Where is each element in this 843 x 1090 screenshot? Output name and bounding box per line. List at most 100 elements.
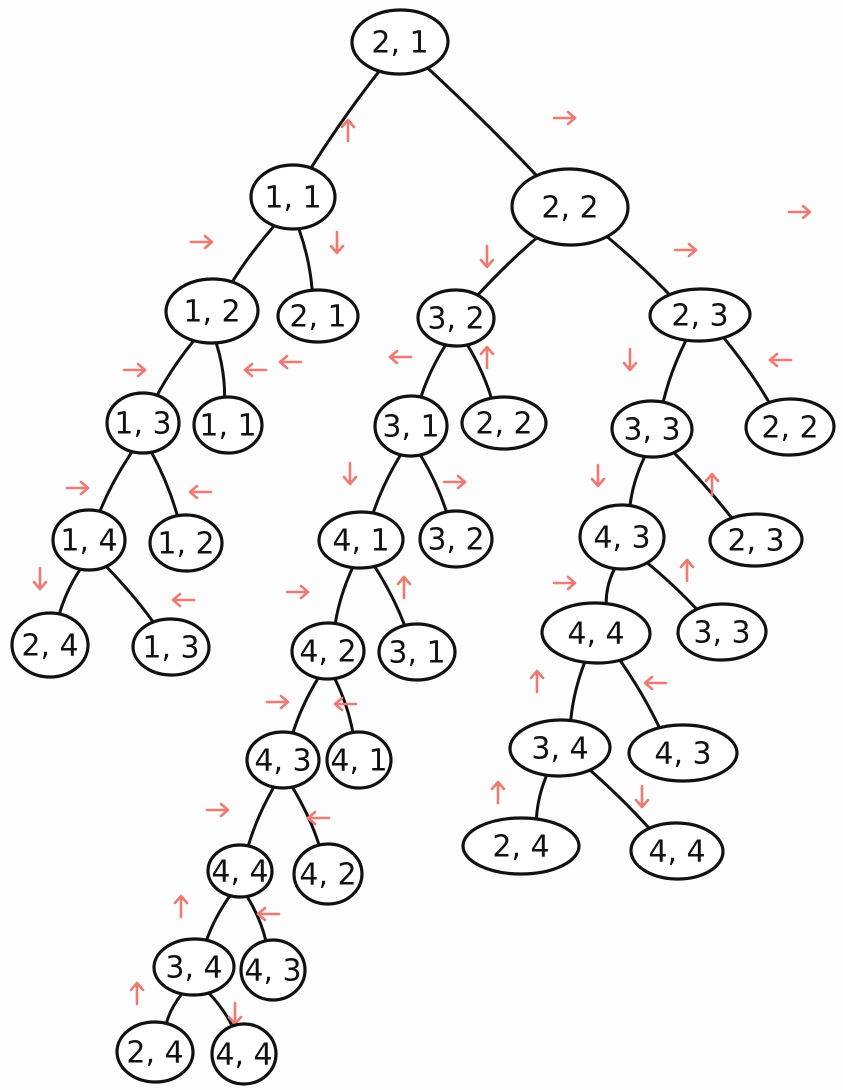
tree-edge [661,338,688,404]
node-outline [350,8,450,76]
traversal-arrow-icon [643,675,668,691]
node-label: 3, 1 [382,410,439,445]
node-outline [377,622,457,682]
node-label: 3, 4 [531,732,588,767]
node-outline [115,1020,195,1084]
traversal-arrow-icon [188,484,213,500]
tree-node: 3, 1 [373,394,449,458]
traversal-arrow-icon [768,352,793,368]
tree-edge [419,453,448,514]
node-outline [164,277,260,345]
tree-edge [600,230,674,300]
tree-edge [474,233,542,299]
node-label: 2, 2 [541,191,598,226]
node-label: 2, 4 [126,1036,183,1071]
tree-node: 3, 4 [508,718,612,778]
tree-edge [206,990,235,1029]
tree-edge [58,568,82,616]
tree-edge [308,68,382,171]
traversal-arrow-icon [552,110,577,126]
node-label: 4, 4 [648,835,705,870]
tree-edge [721,334,772,406]
node-label: 3, 3 [623,413,680,448]
node-label: 3, 2 [427,302,484,337]
node-label: 3, 4 [165,951,222,986]
node-outline [418,509,494,569]
traversal-arrow-icon [340,118,356,143]
tree-node: 2, 4 [115,1020,195,1084]
node-outline [416,288,496,348]
node-outline [276,288,360,344]
node-label: 4, 4 [215,1038,272,1073]
traversal-arrow-icon [590,463,606,488]
tree-edge [604,567,616,605]
tree-node: 3, 2 [418,509,494,569]
traversal-arrow-icon [479,244,495,269]
tree-node: 1, 3 [105,391,181,455]
traversal-arrow-icon [342,461,358,486]
tree-node: 4, 3 [245,730,321,790]
node-outline [460,395,548,451]
tree-node: 1, 1 [249,163,337,231]
node-outline [290,621,366,681]
node-outline [510,167,630,247]
node-label: 2, 2 [475,407,532,442]
traversal-arrow-icon [122,362,147,378]
node-label: 4, 3 [244,954,301,989]
node-outline [325,730,393,790]
node-outline [152,937,236,997]
node-outline [373,394,449,458]
tree-edge [150,451,179,517]
tree-node: 4, 4 [210,1022,278,1086]
node-label: 3, 3 [693,616,750,651]
traversal-arrow-icon [306,810,331,826]
node-label: 2, 1 [289,300,346,335]
node-outline [148,513,224,573]
node-label: 4, 2 [299,858,356,893]
traversal-arrow-icon [227,1001,243,1026]
node-outline [206,843,274,899]
traversal-arrow-icon [189,234,214,250]
tree-edge [628,455,646,507]
tree-node: 2, 2 [460,395,548,451]
tree-edge [670,448,735,522]
tree-node: 2, 1 [350,8,450,76]
traversal-arrow-icon [673,242,698,258]
tree-node: 2, 4 [10,611,90,679]
traversal-arrow-icon [265,694,290,710]
traversal-arrow-icon [479,345,495,370]
tree-node: 3, 1 [377,622,457,682]
traversal-arrow-icon [634,784,650,809]
node-label: 2, 2 [761,411,818,446]
tree-edge [333,566,354,625]
traversal-arrow-icon [552,575,577,591]
node-outline [10,611,90,679]
tree-node: 4, 4 [629,821,725,881]
tree-edge [103,563,156,626]
node-label: 2, 1 [371,26,428,61]
traversal-arrow-icon [173,894,189,919]
traversal-arrow-icon [243,362,268,378]
node-label: 2, 4 [21,629,78,664]
tree-node: 3, 3 [610,399,694,459]
tree-edge [423,63,542,181]
node-label: 1, 2 [157,527,214,562]
tree-edge [215,342,227,398]
tree-node: 3, 4 [152,937,236,997]
traversal-arrow-icon [65,480,90,496]
tree-edge [155,338,197,398]
tree-edge [245,895,268,942]
node-outline [131,617,211,677]
tree-node: 4, 3 [239,938,307,1002]
traversal-arrow-icon [256,906,281,922]
tree-edge [373,564,407,628]
node-outline [239,938,307,1002]
tree-node: 4, 1 [325,730,393,790]
node-label: 1, 1 [199,409,256,444]
node-outline [648,287,752,343]
tree-node: 2, 1 [276,288,360,344]
tree-edge [534,773,549,821]
tree-edge [164,992,184,1025]
